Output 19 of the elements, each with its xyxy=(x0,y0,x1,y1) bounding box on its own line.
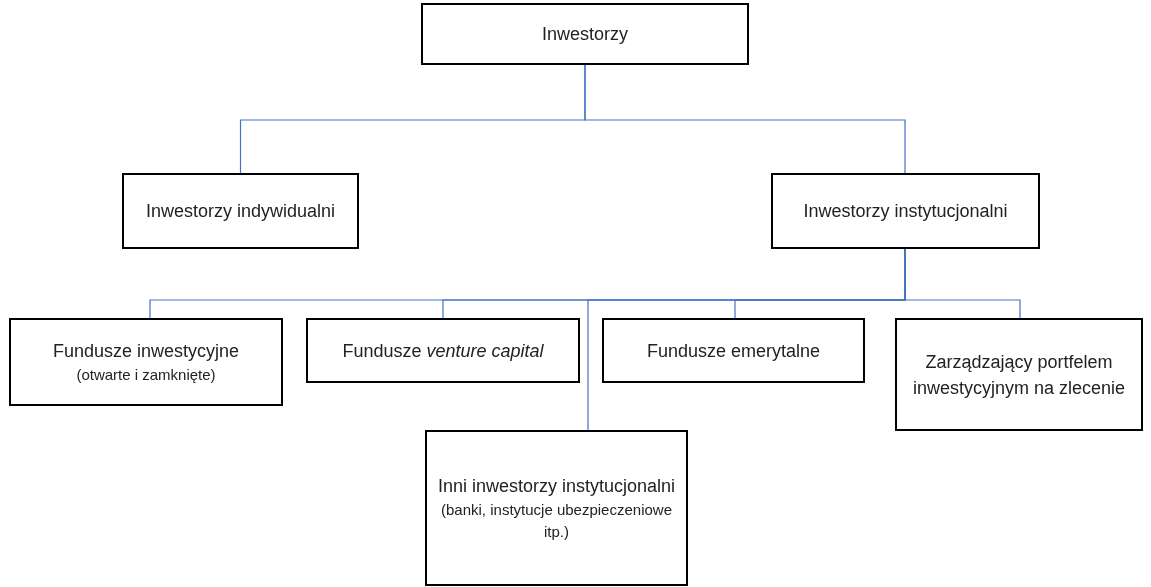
box-title: Fundusze inwestycyjne xyxy=(52,340,240,363)
org-box xyxy=(602,318,865,383)
org-box xyxy=(771,173,1040,249)
org-box xyxy=(421,3,749,65)
org-box xyxy=(306,318,580,383)
box-note: (banki, instytucje ubezpieczeniowe itp.) xyxy=(440,500,673,542)
org-box xyxy=(122,173,359,249)
box-title: Fundusze emerytalne xyxy=(646,339,821,363)
box-title: Inwestorzy indywidualni xyxy=(145,200,336,223)
connector-line xyxy=(584,64,906,174)
org-box xyxy=(425,430,688,586)
box-title: Fundusze venture capital xyxy=(342,339,544,363)
box-title: Inni inwestorzy instytucjonalni xyxy=(437,475,676,498)
box-title: Zarządzający portfelem inwestycyjnym na zlecenie xyxy=(911,350,1127,400)
org-box xyxy=(9,318,283,406)
org-box xyxy=(895,318,1143,431)
box-title: Inwestorzy instytucjonalni xyxy=(803,200,1008,223)
box-title: Inwestorzy xyxy=(542,23,628,46)
box-note: (otwarte i zamknięte) xyxy=(76,365,216,385)
